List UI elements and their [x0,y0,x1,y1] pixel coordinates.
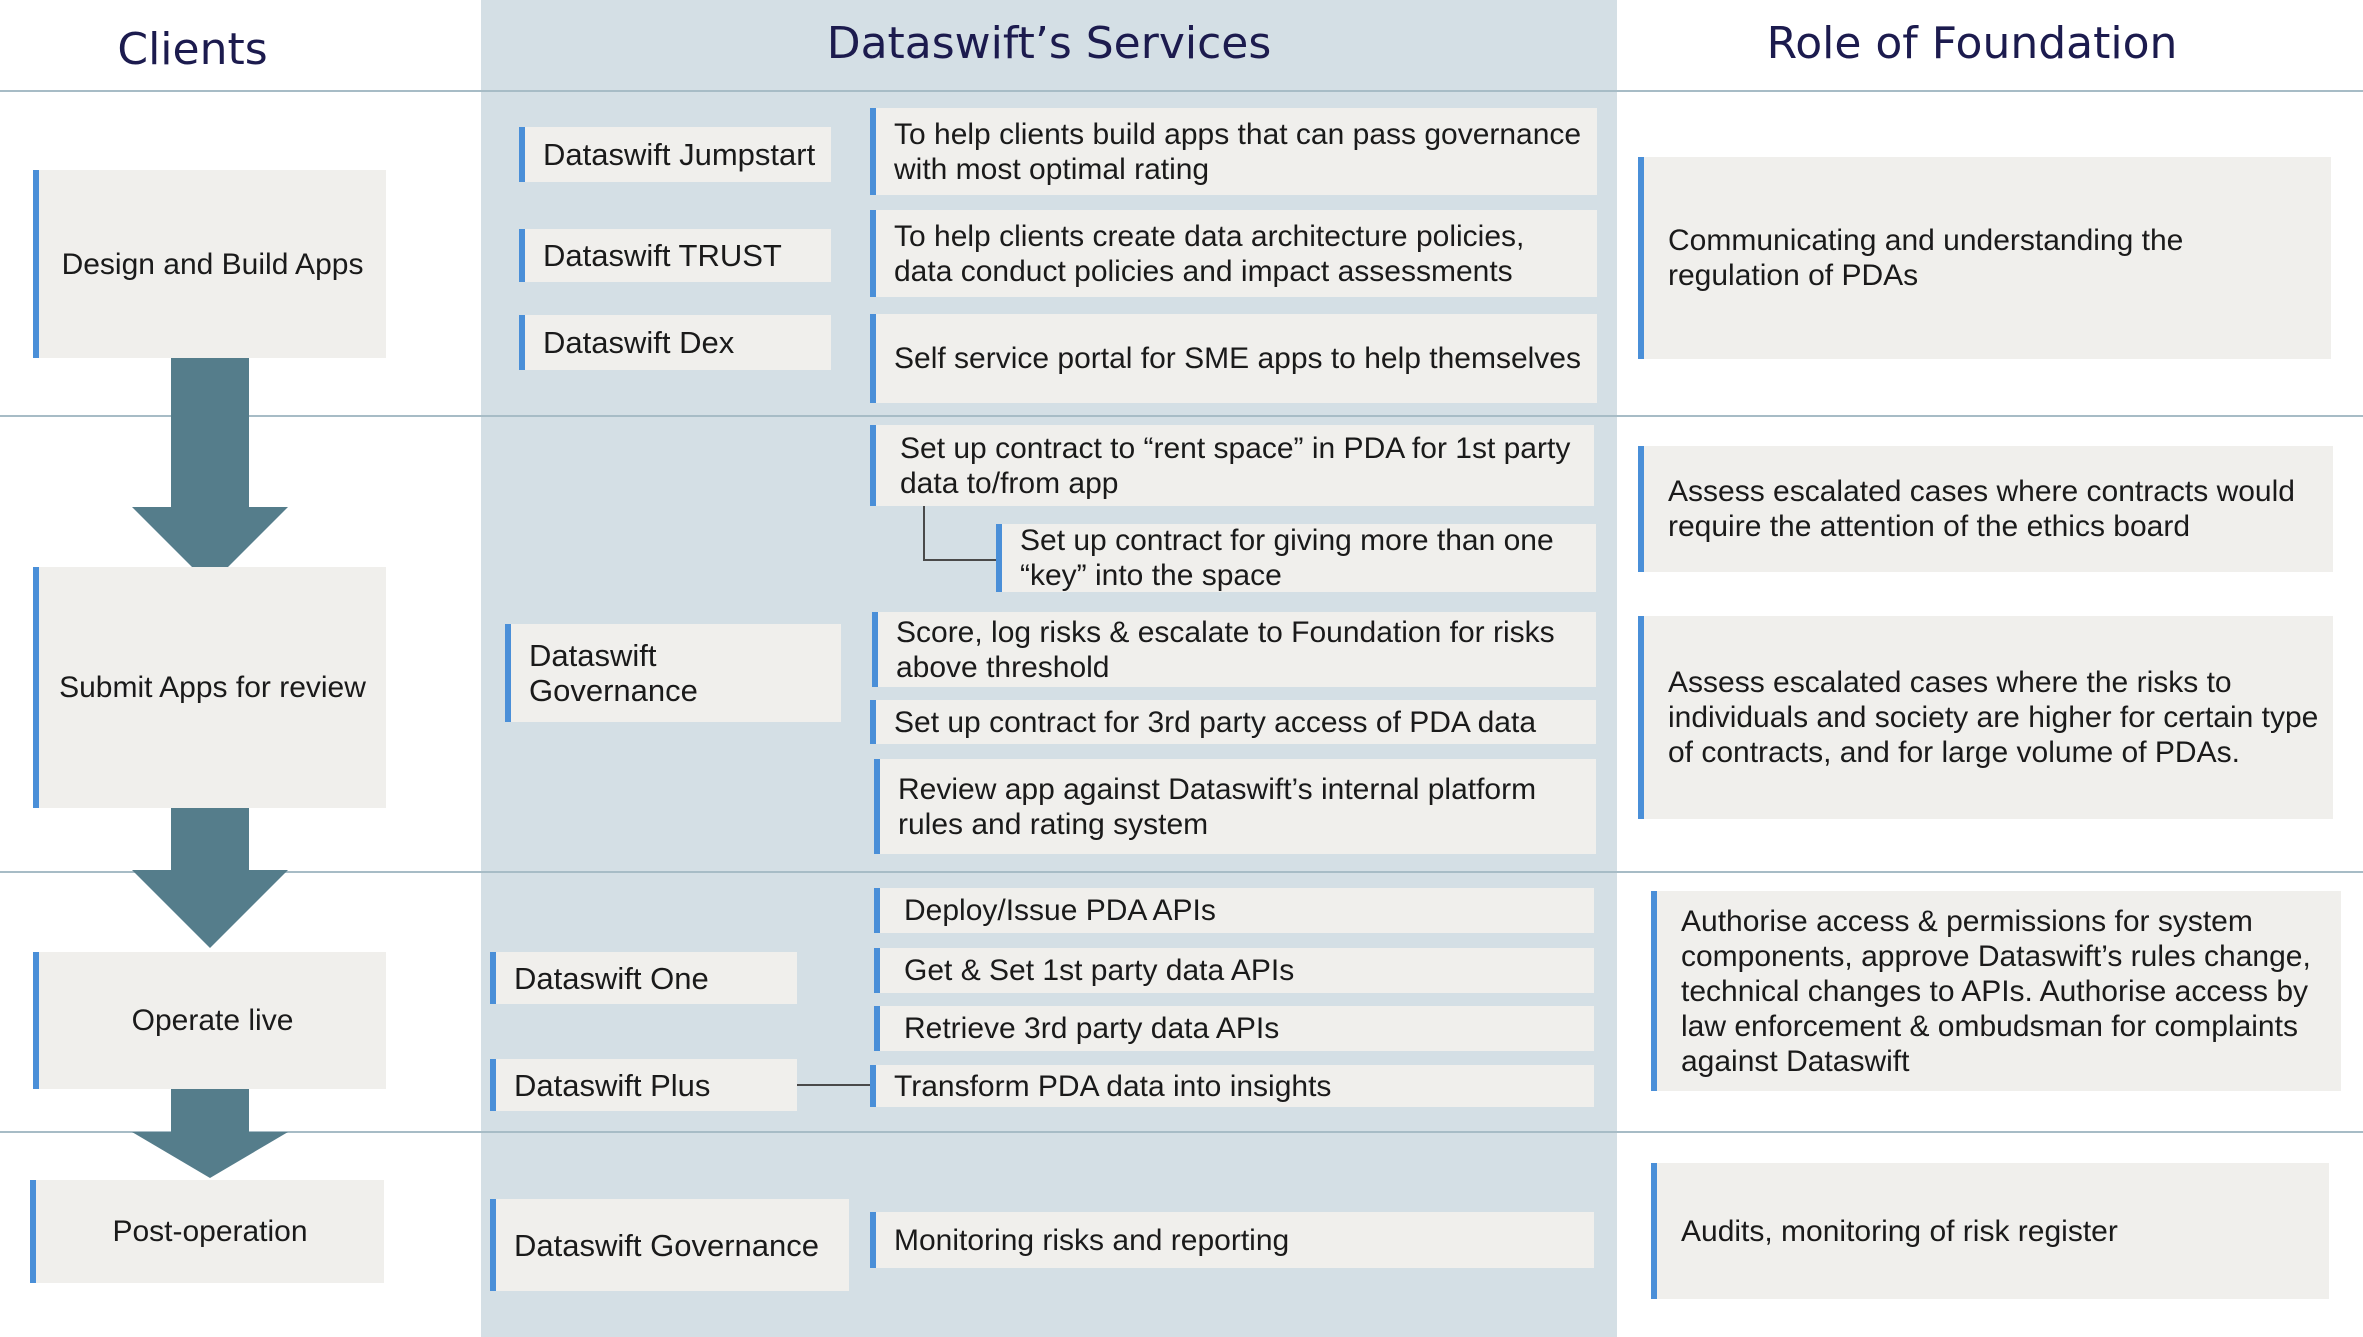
service-one: Dataswift One [490,952,797,1004]
foundation-text: Audits, monitoring of risk register [1681,1214,2118,1248]
foundation-role-risks: Assess escalated cases where the risks t… [1638,616,2333,819]
foundation-role-authorise: Authorise access & permissions for syste… [1651,891,2341,1091]
description-text: Get & Set 1st party data APIs [904,954,1295,987]
service-governance: Dataswift Governance [505,624,841,722]
description-dex: Self service portal for SME apps to help… [870,314,1597,403]
row-divider [0,871,2363,873]
description-rent-space: Set up contract to “rent space” in PDA f… [870,425,1594,506]
foundation-heading: Role of Foundation [1766,18,2178,69]
foundation-text: Authorise access & permissions for syste… [1681,904,2311,1078]
description-text: Self service portal for SME apps to help… [894,342,1581,375]
description-text: Set up contract for giving more than one… [1020,524,1554,592]
service-plus: Dataswift Plus [490,1059,797,1111]
description-text: Transform PDA data into insights [894,1069,1332,1103]
description-text: Set up contract for 3rd party access of … [894,705,1536,739]
foundation-text: Communicating and understanding the regu… [1668,224,2184,292]
service-label: Dataswift TRUST [543,238,782,273]
connector-line [923,559,997,561]
description-text: Review app against Dataswift’s internal … [898,772,1537,841]
row-divider [0,1131,2363,1133]
foundation-text: Assess escalated cases where contracts w… [1668,475,2295,543]
clients-heading: Clients [117,24,268,75]
description-monitoring: Monitoring risks and reporting [870,1212,1594,1268]
service-label: Dataswift Jumpstart [543,137,816,172]
description-transform: Transform PDA data into insights [870,1065,1594,1107]
description-key: Set up contract for giving more than one… [996,524,1596,592]
foundation-role-contracts: Assess escalated cases where contracts w… [1638,446,2333,572]
service-governance-post: Dataswift Governance [490,1199,849,1291]
description-third-party: Set up contract for 3rd party access of … [870,700,1596,744]
service-label: Dataswift Governance [514,1227,819,1263]
service-label: Dataswift Governance [529,638,698,708]
row-divider [0,90,2363,92]
description-review: Review app against Dataswift’s internal … [874,759,1596,854]
description-text: Set up contract to “rent space” in PDA f… [900,431,1571,500]
client-step-label: Operate live [131,1004,294,1037]
client-step-submit-review: Submit Apps for review [33,567,386,808]
foundation-role-regulation: Communicating and understanding the regu… [1638,157,2331,359]
description-text: To help clients build apps that can pass… [894,117,1582,186]
row-divider [0,415,2363,417]
flow-arrow-head [132,1132,288,1178]
description-text: Retrieve 3rd party data APIs [904,1012,1280,1045]
flow-arrow-shaft [171,1089,249,1134]
client-step-label: Submit Apps for review [59,671,366,704]
description-jumpstart: To help clients build apps that can pass… [870,108,1597,195]
client-step-label: Post-operation [112,1215,308,1248]
foundation-role-audits: Audits, monitoring of risk register [1651,1163,2329,1299]
description-retrieve: Retrieve 3rd party data APIs [874,1006,1594,1051]
description-text: To help clients create data architecture… [894,219,1525,288]
service-jumpstart: Dataswift Jumpstart [519,127,831,182]
flow-arrow-shaft [171,358,249,508]
flow-arrow-head [132,870,288,948]
description-trust: To help clients create data architecture… [870,210,1597,297]
service-label: Dataswift Plus [514,1067,711,1103]
description-score: Score, log risks & escalate to Foundatio… [872,612,1596,687]
service-label: Dataswift Dex [543,325,735,360]
connector-line [797,1084,870,1086]
description-get-set: Get & Set 1st party data APIs [874,948,1594,993]
services-heading: Dataswift’s Services [826,18,1272,69]
flow-arrow-shaft [171,797,249,872]
client-step-design-build: Design and Build Apps [33,170,386,358]
connector-line [923,506,925,561]
service-label: Dataswift One [514,960,709,996]
description-deploy: Deploy/Issue PDA APIs [874,888,1594,933]
description-text: Score, log risks & escalate to Foundatio… [896,615,1555,684]
service-dex: Dataswift Dex [519,315,831,370]
client-step-post-operation: Post-operation [30,1180,384,1283]
client-step-operate-live: Operate live [33,952,386,1089]
service-trust: Dataswift TRUST [519,229,831,282]
foundation-text: Assess escalated cases where the risks t… [1668,666,2319,769]
description-text: Deploy/Issue PDA APIs [904,894,1216,927]
client-step-label: Design and Build Apps [61,247,364,281]
description-text: Monitoring risks and reporting [894,1223,1290,1257]
